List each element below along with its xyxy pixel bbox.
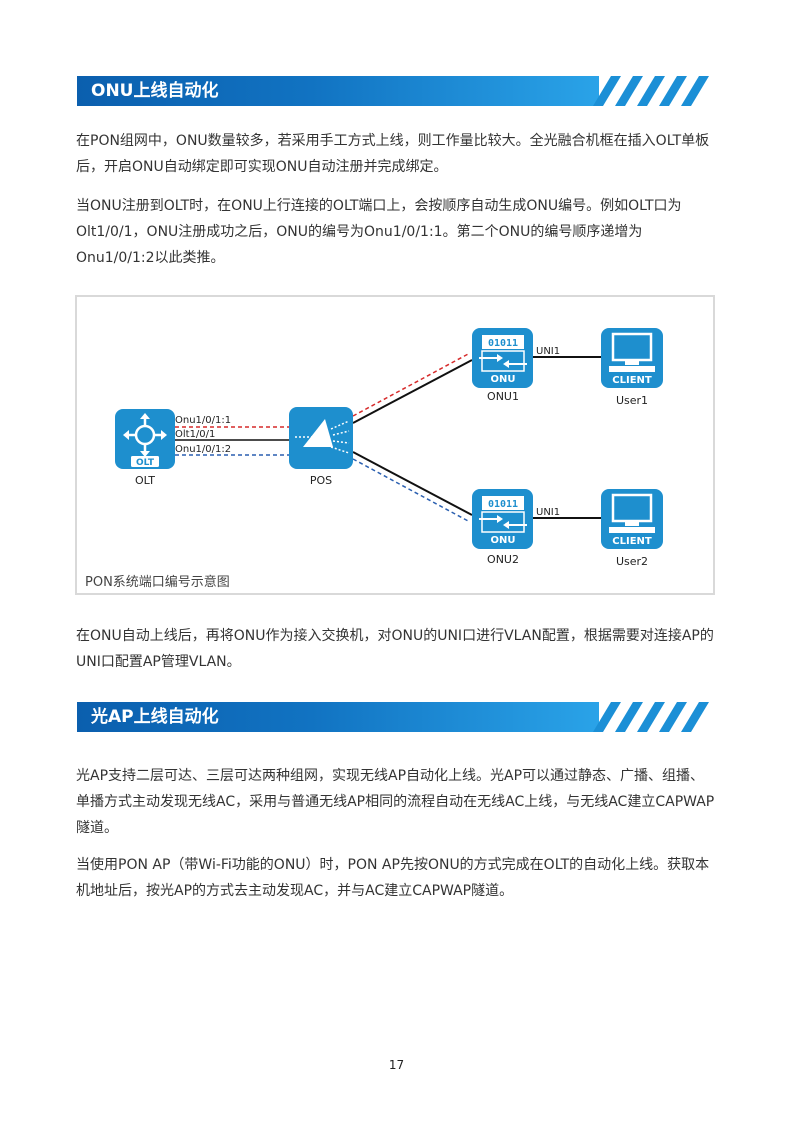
paragraph: 在PON组网中，ONU数量较多，若采用手工方式上线，则工作量比较大。全光融合机框… [76, 133, 710, 175]
banner-stripes-icon [593, 702, 709, 732]
paragraph: 光AP支持二层可达、三层可达两种组网，实现无线AP自动化上线。光AP可以通过静态… [76, 768, 715, 836]
diagram-caption: PON系统端口编号示意图 [85, 575, 230, 590]
section-title: ONU上线自动化 [91, 81, 219, 101]
link-pos-onu2-blue [352, 458, 471, 523]
section-title: 光AP上线自动化 [91, 707, 219, 727]
pos-label: POS [310, 474, 332, 487]
svg-text:CLIENT: CLIENT [612, 375, 652, 386]
pon-port-diagram: OLT OLT Onu1/0/1:1 Olt1/0/1 Onu1/0/1:2 P… [75, 295, 715, 595]
svg-text:CLIENT: CLIENT [612, 536, 652, 547]
banner-stripes-icon [593, 76, 709, 106]
banner-bar [77, 702, 599, 732]
client-user2-icon: CLIENT [601, 489, 663, 549]
paragraph: 在ONU自动上线后，再将ONU作为接入交换机，对ONU的UNI口进行VLAN配置… [76, 628, 714, 670]
user1-label: User1 [616, 394, 648, 407]
paragraph: 当ONU注册到OLT时，在ONU上行连接的OLT端口上，会按顺序自动生成ONU编… [76, 198, 682, 266]
link-label-olt: Olt1/0/1 [175, 429, 215, 440]
link-label-onu2: Onu1/0/1:2 [175, 444, 231, 455]
link-pos-onu1-red [352, 352, 471, 417]
user2-label: User2 [616, 555, 648, 568]
link-label-onu1: Onu1/0/1:1 [175, 415, 231, 426]
uni-label-onu1: UNI1 [536, 346, 560, 357]
olt-label: OLT [135, 474, 155, 487]
page-number: 17 [388, 1058, 405, 1072]
svg-text:ONU: ONU [491, 374, 516, 385]
paragraph: 当使用PON AP（带Wi-Fi功能的ONU）时，PON AP先按ONU的方式完… [76, 857, 710, 899]
diagram-canvas: OLT OLT Onu1/0/1:1 Olt1/0/1 Onu1/0/1:2 P… [115, 328, 663, 568]
banner-bar [77, 76, 599, 106]
svg-text:01011: 01011 [488, 338, 518, 349]
onu2-node-icon: 01011 ONU [472, 489, 533, 549]
pos-splitter-icon [289, 407, 353, 469]
client-user1-icon: CLIENT [601, 328, 663, 388]
svg-text:OLT: OLT [136, 458, 155, 468]
olt-node-icon: OLT [115, 409, 175, 469]
svg-text:ONU: ONU [491, 535, 516, 546]
onu1-node-icon: 01011 ONU [472, 328, 533, 388]
svg-text:01011: 01011 [488, 499, 518, 510]
section-banner-ap: 光AP上线自动化 [77, 702, 711, 732]
onu1-label: ONU1 [487, 390, 519, 403]
link-pos-onu2 [352, 451, 473, 516]
section-banner-onu: ONU上线自动化 [77, 76, 711, 106]
link-pos-onu1 [352, 359, 473, 424]
onu2-label: ONU2 [487, 553, 519, 566]
uni-label-onu2: UNI1 [536, 507, 560, 518]
